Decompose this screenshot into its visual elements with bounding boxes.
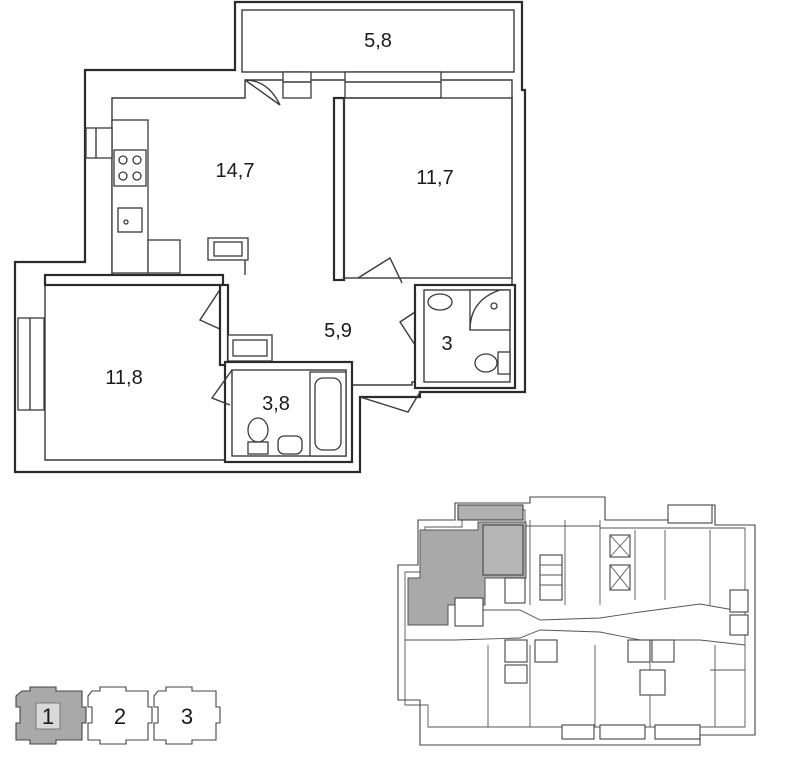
toilet-bath (247, 417, 269, 443)
section-label-1: 1 (42, 704, 54, 729)
window-kitchen-side (85, 127, 113, 159)
room-door (198, 284, 224, 331)
bathroom-small-inner (423, 289, 511, 383)
room-area-bedroom: 11,7 (416, 167, 453, 189)
room-area-bathroom-small: 3 (441, 333, 452, 355)
key-plan (397, 496, 756, 746)
room-area-kitchen-living: 14,7 (216, 160, 255, 182)
room-area-bathroom: 3,8 (262, 393, 290, 415)
sink-small-bath (427, 293, 453, 311)
section-shape-3 (153, 686, 221, 745)
window-room (17, 317, 45, 411)
bathroom-small-door (399, 311, 416, 346)
section-label-3: 3 (181, 704, 193, 729)
key-plan-stairs (539, 554, 563, 601)
balcony-door (244, 79, 281, 106)
wall-kitchen-bedroom (332, 96, 346, 282)
section-shape-2 (87, 686, 153, 745)
section-button-2[interactable]: 2 (87, 686, 153, 745)
apartment-plan: 5,8 14,7 11,7 5,9 3 11,8 3,8 (13, 0, 527, 474)
stove (113, 149, 147, 187)
section-button-3[interactable]: 3 (153, 686, 221, 745)
wall-room-hall (43, 273, 225, 287)
section-1-badge (35, 702, 61, 730)
section-selector: 1 2 3 (15, 686, 221, 745)
toilet-small-bath (474, 353, 498, 373)
section-button-1[interactable]: 1 (15, 686, 87, 745)
section-label-2: 2 (114, 704, 126, 729)
bedroom-door (357, 256, 403, 284)
window-kitchen (282, 71, 312, 99)
room-area-room: 11,8 (105, 367, 142, 389)
shower-tray (469, 289, 511, 331)
room-area-balcony: 5,8 (364, 30, 392, 52)
wall-room-right (218, 283, 230, 367)
entrance-door (359, 391, 421, 413)
sink-bath (277, 435, 303, 455)
kitchen-counter-bottom (147, 239, 181, 274)
kitchen-counter (111, 119, 149, 274)
bedroom-inner (343, 97, 513, 279)
bathroom-door (210, 369, 233, 406)
kitchen-sink (117, 207, 143, 233)
room-area-hallway: 5,9 (324, 320, 352, 342)
window-bedroom (344, 71, 442, 99)
